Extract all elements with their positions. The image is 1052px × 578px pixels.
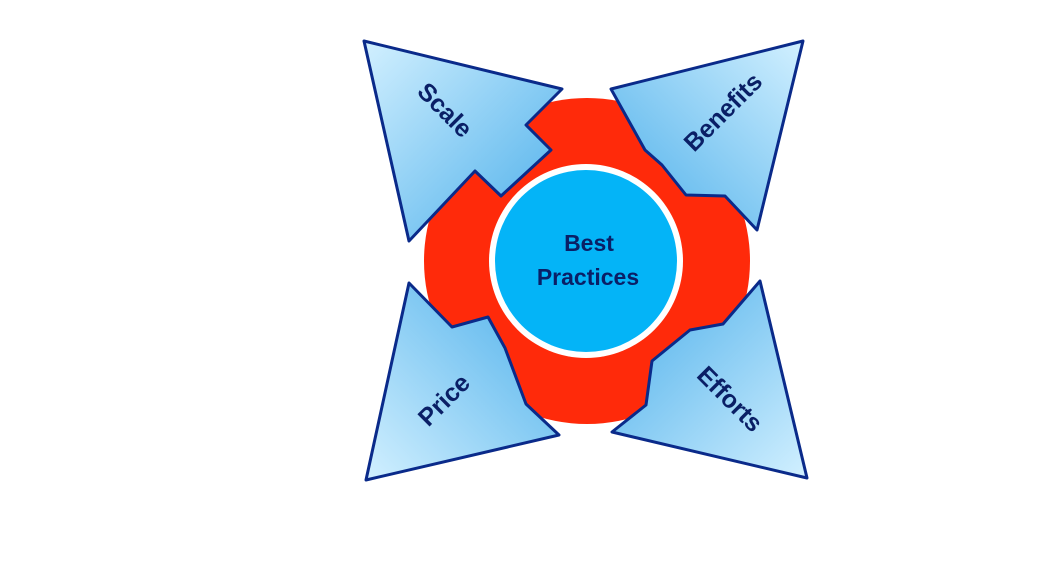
center-title-line2: Practices <box>537 264 639 290</box>
center-title-line1: Best <box>564 230 614 256</box>
center-hub-fill <box>495 170 677 352</box>
arrow-scale <box>362 39 564 243</box>
arrow-benefits <box>609 39 805 232</box>
arrow-efforts <box>610 279 809 480</box>
arrow-price <box>364 281 561 482</box>
